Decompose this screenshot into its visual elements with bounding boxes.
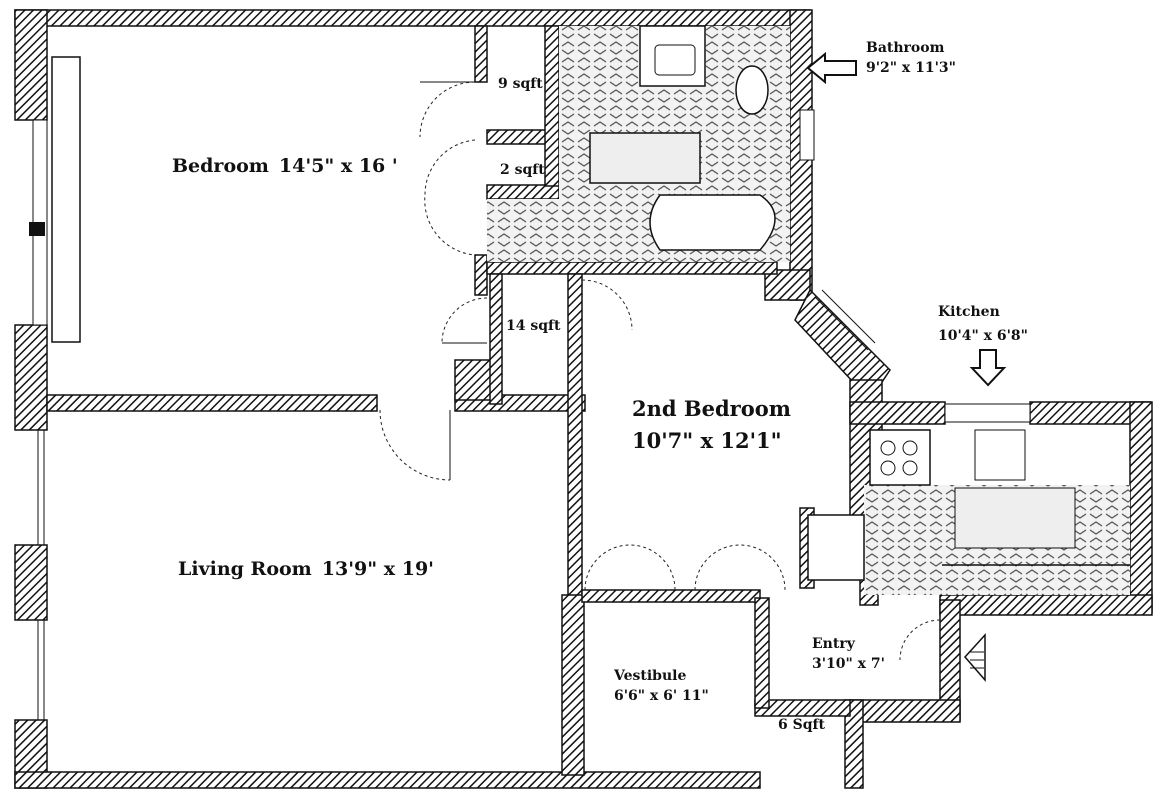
windows — [29, 56, 1031, 720]
bathtub-icon — [649, 194, 776, 251]
vestibule-name: Vestibule — [613, 668, 686, 684]
second-bedroom-name: 2nd Bedroom — [632, 396, 791, 421]
kitchen-name: Kitchen — [938, 304, 1000, 320]
exterior-walls — [14, 9, 1153, 789]
toilet-icon — [735, 65, 769, 115]
entry-dims: 3'10" x 7' — [812, 656, 885, 672]
vestibule-dims: 6'6" x 6' 11" — [614, 688, 709, 704]
bathroom-name: Bathroom — [866, 40, 945, 56]
arrow-left-icon — [806, 51, 857, 85]
kitchen-sink-icon — [974, 429, 1026, 481]
closet-2-label: 2 sqft — [500, 162, 545, 178]
interior-walls — [46, 25, 879, 776]
vanity-icon — [589, 132, 701, 184]
bathroom-fixtures — [487, 25, 790, 262]
sink-icon — [639, 25, 706, 87]
refrigerator-icon — [807, 514, 865, 581]
counter-icon — [954, 487, 1076, 549]
kitchen-fixtures — [807, 429, 1130, 595]
closet-6-label: 6 Sqft — [778, 717, 826, 733]
entry-name: Entry — [812, 636, 856, 652]
compass-icon — [963, 633, 986, 683]
door-swings — [379, 81, 941, 661]
bathroom-dims: 9'2" x 11'3" — [866, 60, 956, 76]
arrow-down-icon — [969, 349, 1007, 387]
kitchen-dims: 10'4" x 6'8" — [938, 328, 1028, 344]
stove-icon — [869, 429, 931, 486]
closet-14-label: 14 sqft — [506, 318, 561, 334]
second-bedroom-dims: 10'7" x 12'1" — [632, 428, 782, 453]
closet-9-label: 9 sqft — [498, 76, 543, 92]
